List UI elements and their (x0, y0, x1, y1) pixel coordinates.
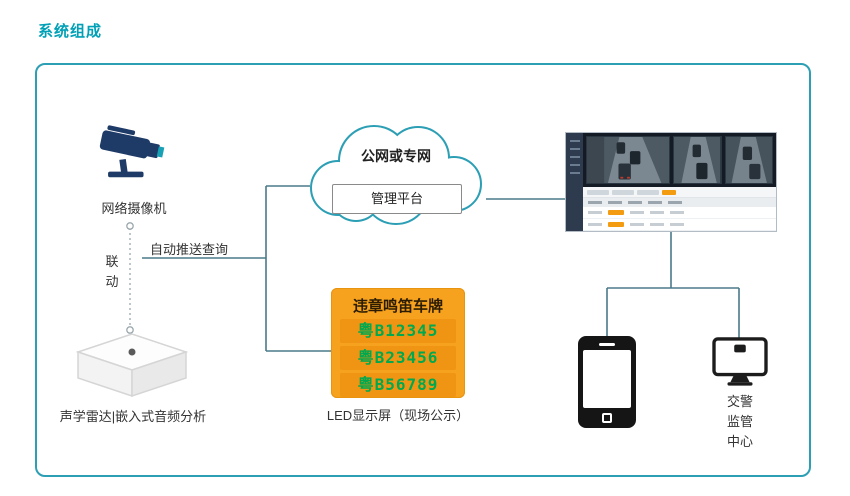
management-platform-box: 管理平台 (332, 184, 462, 214)
screenshot-table (583, 198, 776, 231)
screenshot-sidebar (566, 133, 583, 231)
traffic-thumbnail (724, 136, 773, 184)
cloud-network-label: 公网或专网 (361, 148, 431, 164)
screenshot-table-row (583, 207, 776, 219)
screenshot-table-header (583, 198, 776, 207)
phone-screen (583, 350, 631, 408)
phone-home-button (602, 413, 612, 423)
led-title: 违章鸣笛车牌 (352, 298, 443, 315)
led-display: 违章鸣笛车牌 粤B12345 粤B23456 粤B56789 (331, 288, 465, 398)
license-plate: 粤B23456 (340, 346, 456, 370)
acoustic-radar-icon (75, 333, 189, 398)
police-center-label: 交警 监管 中心 (726, 394, 753, 450)
network-camera-label: 网络摄像机 (101, 201, 167, 216)
screenshot-main (583, 133, 776, 231)
phone-speaker (599, 343, 615, 346)
screenshot-toolbar (583, 187, 776, 198)
screenshot-table-row (583, 219, 776, 231)
led-caption: LED显示屏（现场公示） (326, 408, 470, 423)
network-camera-icon (99, 125, 165, 178)
smartphone-icon (578, 336, 636, 428)
push-query-label: 自动推送查询 (150, 242, 229, 257)
license-plate: 粤B12345 (340, 319, 456, 343)
screenshot-thumbnails (583, 133, 776, 187)
page-title: 系统组成 (38, 23, 103, 40)
acoustic-radar-label: 声学雷达|嵌入式音频分析 (59, 409, 207, 424)
license-plate: 粤B56789 (340, 373, 456, 397)
monitor-icon (712, 337, 768, 386)
traffic-thumbnail (673, 136, 722, 184)
platform-screenshot (565, 132, 777, 232)
linkage-label: 联动 (105, 254, 119, 289)
traffic-thumbnail (586, 136, 670, 184)
